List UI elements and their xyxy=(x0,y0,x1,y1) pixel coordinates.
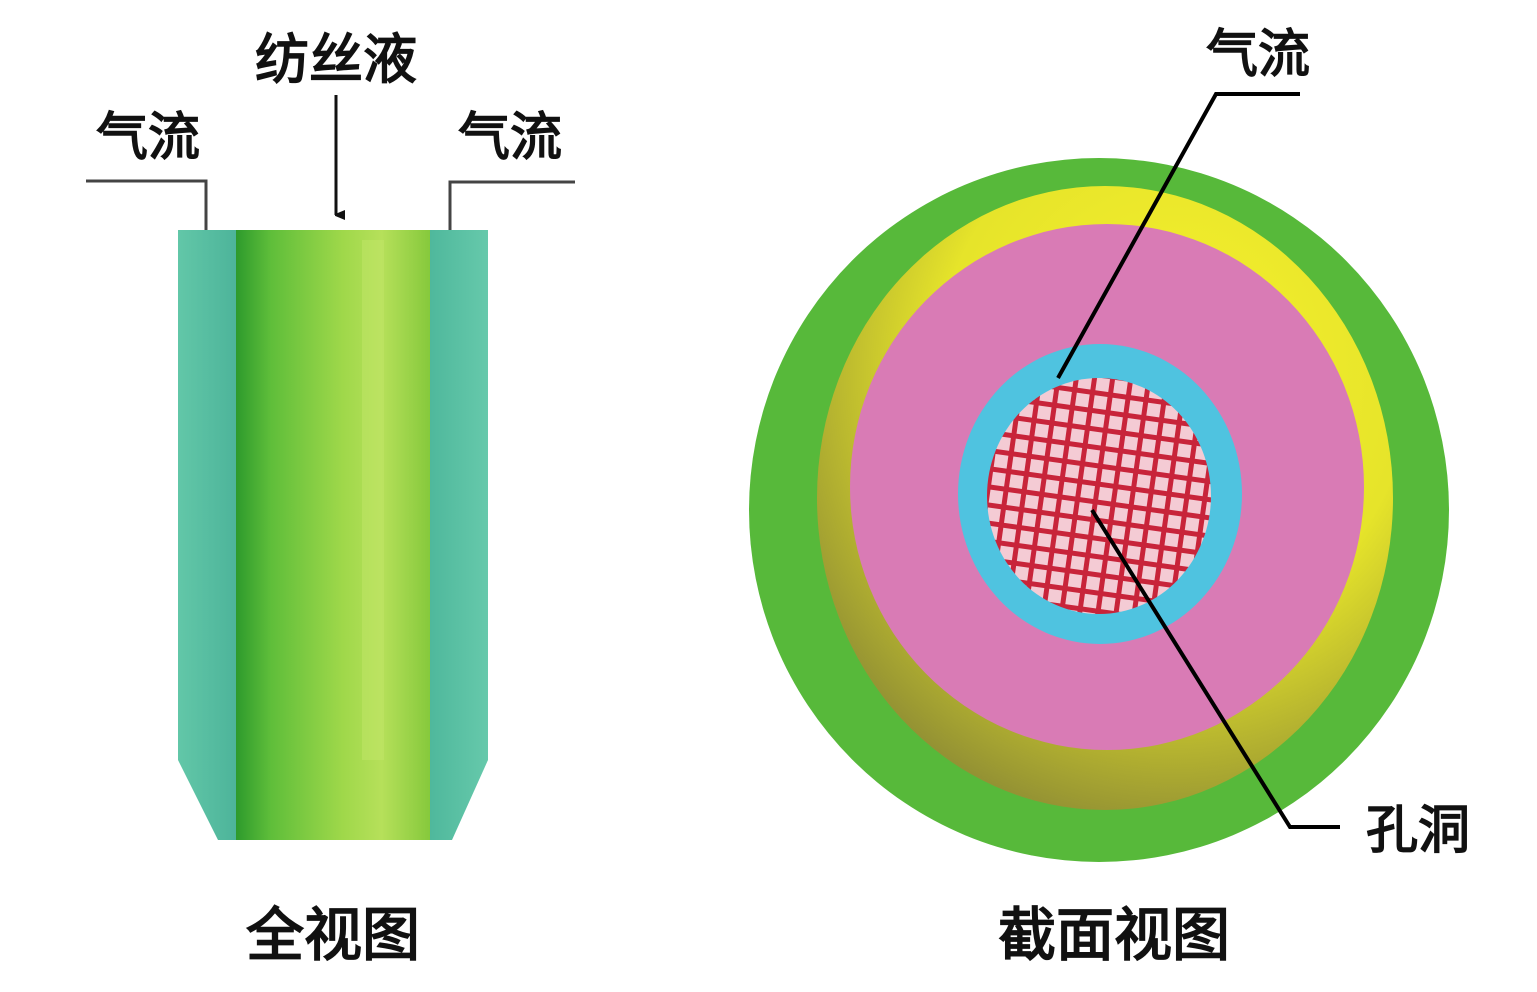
cross-section-leaders xyxy=(1056,92,1340,829)
nozzle-left-wall xyxy=(178,230,236,840)
nozzle-core xyxy=(236,230,430,840)
full-view-nozzle xyxy=(178,230,488,840)
label-air-center: 气流 xyxy=(1206,25,1310,85)
caption-full-view: 全视图 xyxy=(245,901,420,969)
label-air-right: 气流 xyxy=(458,108,562,168)
leader-air-center xyxy=(1056,92,1300,379)
caption-cross-section: 截面视图 xyxy=(998,901,1230,969)
core-hole-grid xyxy=(987,378,1211,614)
leader-air-right xyxy=(448,180,575,230)
cross-section xyxy=(749,158,1449,862)
label-air-left: 气流 xyxy=(96,108,200,168)
nozzle-right-wall xyxy=(430,230,488,840)
leader-air-left xyxy=(86,179,208,230)
label-hole: 孔洞 xyxy=(1366,801,1470,861)
core-highlight xyxy=(362,240,384,760)
full-view-leaders xyxy=(86,179,575,230)
label-spinning-liquid: 纺丝液 xyxy=(255,28,417,91)
leader-hole xyxy=(1090,508,1340,829)
